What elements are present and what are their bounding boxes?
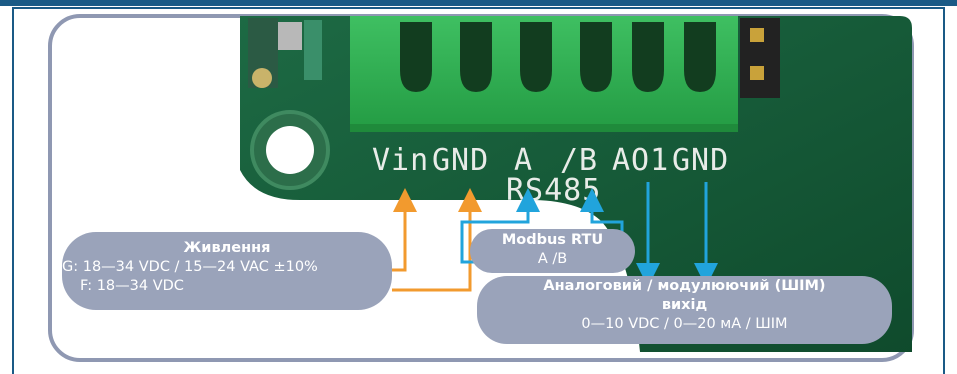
- pin-label-a: A: [514, 143, 533, 178]
- analog-title-2: вихід: [661, 297, 708, 313]
- analog-line-1: 0—10 VDC / 0—20 мА / ШІМ: [581, 316, 788, 332]
- pin-label-vin: Vin: [372, 143, 429, 178]
- power-title: Живлення: [183, 240, 271, 256]
- modbus-callout: Modbus RTU A /B: [470, 229, 635, 273]
- pin-label-gnd: GND: [432, 143, 489, 178]
- top-bar: [0, 0, 957, 6]
- power-arrows: [392, 188, 482, 292]
- modbus-line-1: A /B: [537, 251, 568, 267]
- power-line-2: F: 18—34 VDC: [80, 278, 184, 294]
- analog-title-1: Аналоговий / модулюючий (ШІМ): [543, 278, 826, 294]
- power-callout: Живлення G: 18—34 VDC / 15—24 VAC ±10% F…: [62, 232, 392, 310]
- mounting-hole-inner: [266, 126, 314, 174]
- power-line-1: G: 18—34 VDC / 15—24 VAC ±10%: [62, 259, 318, 275]
- analog-callout: Аналоговий / модулюючий (ШІМ) вихід 0—10…: [477, 276, 892, 344]
- modbus-title: Modbus RTU: [501, 232, 604, 248]
- pin-label-gnd-2: GND: [672, 143, 729, 178]
- pin-label-ao1: AO1: [612, 143, 669, 178]
- frame-border: [12, 7, 945, 374]
- pin-label-b: /B: [560, 143, 598, 178]
